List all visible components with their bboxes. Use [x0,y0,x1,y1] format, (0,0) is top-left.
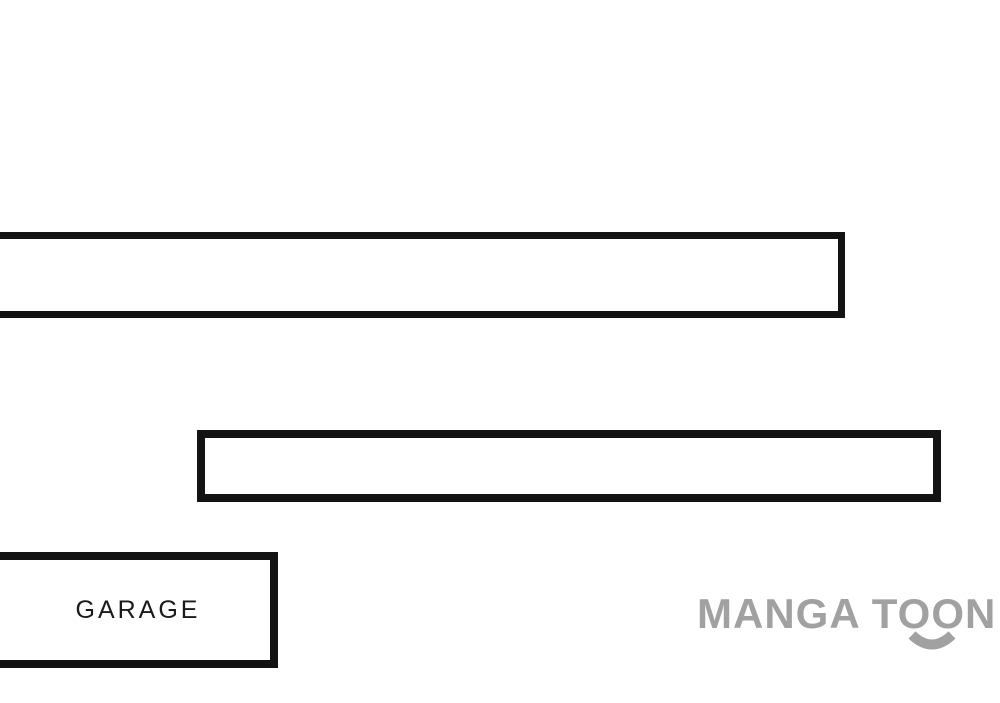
mangatoon-watermark: MANGA TOON [697,590,1000,670]
garage-sign: GARAGE [0,552,278,668]
smile-icon [908,631,956,650]
narration-box-top [0,232,845,318]
mangatoon-logo-text: MANGA TOON [697,590,997,637]
garage-label: GARAGE [75,595,201,624]
narration-box-middle [197,430,941,502]
